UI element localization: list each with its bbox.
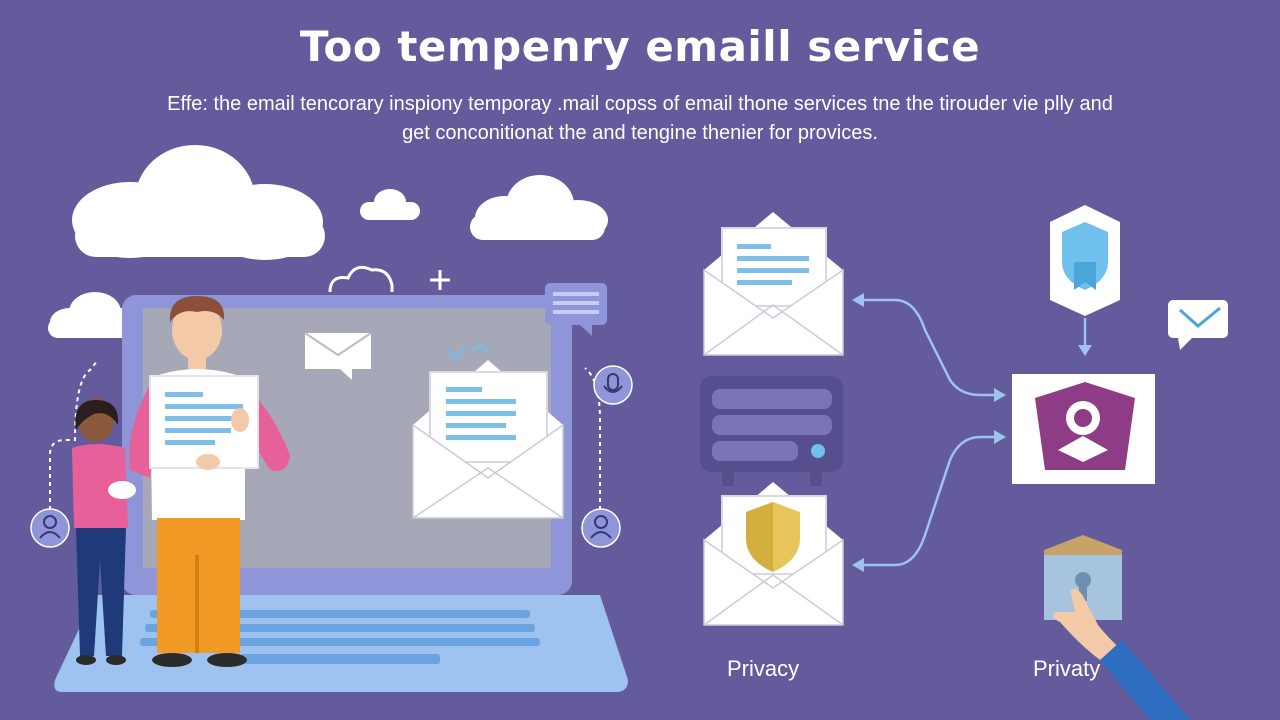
cloud-icon-small (360, 189, 420, 220)
envelope-icon-top (703, 212, 844, 356)
plus-icon (430, 270, 450, 290)
subtitle-line-1: Effe: the email tencorary inspiony tempo… (167, 93, 1113, 115)
server-icon (700, 376, 843, 486)
connector-arrows-right (855, 298, 1087, 567)
page-subtitle: Effe: the email tencorary inspiony tempo… (120, 90, 1160, 148)
shield-icon-top (1050, 205, 1120, 316)
chat-bubble-icon-check (1168, 300, 1228, 350)
chat-bubble-icon (545, 283, 607, 336)
cloud-outline-icon (328, 265, 394, 293)
user-icon-right (581, 508, 621, 548)
page-title: Too temрenry emaill service (299, 22, 981, 71)
person-woman (72, 398, 136, 665)
cloud-icon-medium (470, 175, 608, 240)
person-man (129, 296, 290, 667)
arrowheads (852, 293, 1092, 572)
pointing-hand-icon (1044, 535, 1190, 720)
subtitle-line-2: get conconitionat the and tengine thenie… (402, 122, 878, 144)
caption-privacy-left: Privacy (727, 656, 800, 681)
envelope-icon-shield (703, 482, 844, 626)
lock-badge-icon (1012, 374, 1155, 484)
connector-lines-left (49, 359, 601, 510)
caption-privacy-right: Privaty (1033, 656, 1101, 681)
envelope-icon-open (412, 360, 564, 519)
envelope-icon-small (304, 332, 372, 380)
checkmark-icon (447, 344, 489, 360)
cloud-icon-large (72, 145, 325, 260)
user-icon-left (30, 508, 70, 548)
microphone-icon (593, 365, 633, 405)
